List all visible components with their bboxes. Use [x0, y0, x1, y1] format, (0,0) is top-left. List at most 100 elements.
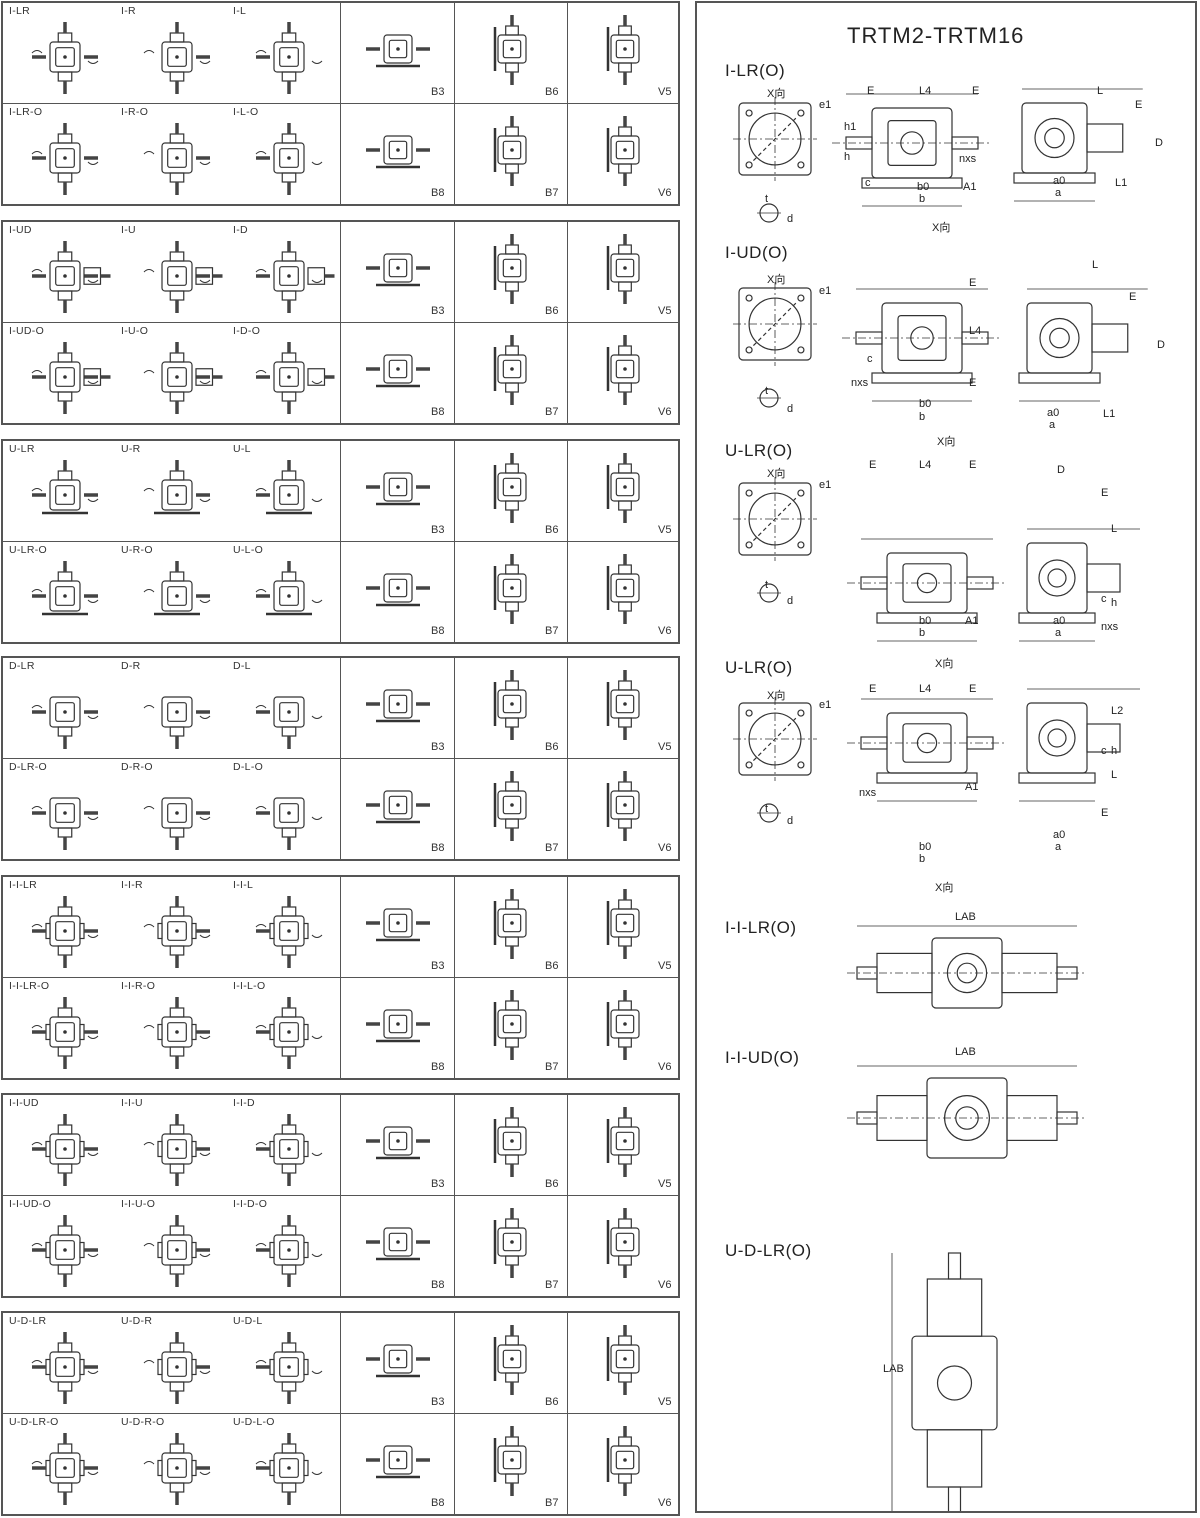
variant-label: I-U-O: [121, 325, 149, 337]
gearbox-icon: [255, 797, 323, 850]
variant-label: U-LR: [9, 443, 35, 455]
gearbox-icon: [143, 342, 223, 414]
view-direction-label: X向: [935, 882, 954, 894]
gearbox-icon: [255, 123, 323, 195]
gearbox-icon: [255, 1433, 323, 1505]
mounting-position-icon: [493, 889, 527, 959]
grid-divider: [3, 103, 678, 104]
mounting-position-icon: [366, 908, 430, 942]
mounting-position-icon: [606, 15, 640, 85]
mounting-code: B6: [545, 960, 559, 972]
grid-divider: [3, 1413, 678, 1414]
gearbox-icon: [31, 896, 99, 968]
mounting-code: B7: [545, 406, 559, 418]
mounting-position-icon: [606, 335, 640, 405]
mounting-code: B7: [545, 1497, 559, 1509]
gearbox-icon: [31, 22, 99, 94]
variant-label: I-R: [121, 5, 136, 17]
dimension-label: E: [969, 377, 977, 389]
gearbox-icon: [31, 241, 111, 313]
mounting-position-icon: [606, 990, 640, 1060]
section-label: U-LR(O): [725, 658, 793, 677]
variant-label: D-L: [233, 660, 251, 672]
mounting-code: B8: [431, 625, 445, 637]
variant-label: I-I-LR-O: [9, 980, 50, 992]
gearbox-icon: [255, 342, 335, 414]
variant-label: U-LR-O: [9, 544, 47, 556]
dimension-label: A1: [963, 181, 977, 193]
mounting-position-icon: [493, 1107, 527, 1177]
variant-label: I-I-R: [121, 879, 143, 891]
dimension-label: LAB: [883, 1363, 904, 1375]
gearbox-icon: [31, 1114, 99, 1186]
dimension-label: L: [1111, 523, 1118, 535]
dimension-label: e1: [819, 699, 832, 711]
mounting-position-icon: [493, 15, 527, 85]
mounting-code: V6: [658, 187, 672, 199]
dimension-label: h: [1111, 597, 1118, 609]
dimension-label: a0: [1053, 175, 1066, 187]
dimension-label: a: [1049, 419, 1056, 431]
dimension-label: L4: [919, 683, 932, 695]
gearbox-icon: [255, 1215, 323, 1287]
gearbox-icon: [31, 997, 99, 1069]
mounting-position-icon: [606, 116, 640, 186]
variant-label: I-UD-O: [9, 325, 45, 337]
variant-label: I-L: [233, 5, 247, 17]
gearbox-icon: [31, 123, 99, 195]
dimension-label: c: [1101, 745, 1107, 757]
dimension-label: t: [765, 193, 769, 205]
mounting-code: B8: [431, 842, 445, 854]
mounting-code: V5: [658, 1396, 672, 1408]
variant-label: D-LR-O: [9, 761, 47, 773]
dimension-label: h: [844, 151, 851, 163]
variant-label: I-R-O: [121, 106, 149, 118]
mounting-code: V5: [658, 305, 672, 317]
dimension-label: LAB: [955, 1046, 976, 1058]
dimension-label: a0: [1053, 615, 1066, 627]
mounting-code: V6: [658, 1279, 672, 1291]
grid-divider: [3, 322, 678, 323]
variant-label: I-I-U-O: [121, 1198, 156, 1210]
view-direction-label: X向: [932, 222, 951, 234]
variant-label: U-R: [121, 443, 141, 455]
grid-divider: [3, 977, 678, 978]
dimension-label: t: [765, 385, 769, 397]
mounting-position-icon: [366, 573, 430, 607]
gearbox-icon: [143, 241, 223, 313]
mounting-position-icon: [366, 354, 430, 388]
variant-label: I-I-U: [121, 1097, 143, 1109]
variant-label: I-I-UD: [9, 1097, 39, 1109]
dimension-label: L: [1097, 85, 1104, 97]
mounting-position-icon: [493, 1426, 527, 1496]
dimension-label: E: [972, 85, 980, 97]
mounting-code: B7: [545, 187, 559, 199]
dimension-label: a: [1055, 841, 1062, 853]
mounting-code: B3: [431, 960, 445, 972]
dimension-label: c: [867, 353, 873, 365]
dimension-label: t: [765, 803, 769, 815]
dimension-label: L4: [969, 325, 982, 337]
mounting-position-icon: [493, 990, 527, 1060]
gearbox-icon: [31, 460, 99, 515]
mounting-code: V5: [658, 1178, 672, 1190]
dimension-label: a: [1055, 187, 1062, 199]
variant-label: I-I-UD-O: [9, 1198, 52, 1210]
dimension-label: E: [1135, 99, 1143, 111]
view-direction-label: X向: [767, 274, 786, 286]
variant-label: D-L-O: [233, 761, 264, 773]
view-direction-label: X向: [935, 658, 954, 670]
dimension-label: E: [869, 459, 877, 471]
gearbox-icon: [255, 1332, 323, 1404]
dimension-label: L: [1111, 769, 1118, 781]
dimension-label: LAB: [955, 911, 976, 923]
mounting-position-icon: [493, 1325, 527, 1395]
gearbox-icon: [143, 1433, 211, 1505]
dimension-label: D: [1057, 464, 1065, 476]
dimension-label: A1: [965, 781, 979, 793]
grid-divider: [3, 1195, 678, 1196]
variant-label: I-I-L: [233, 879, 254, 891]
